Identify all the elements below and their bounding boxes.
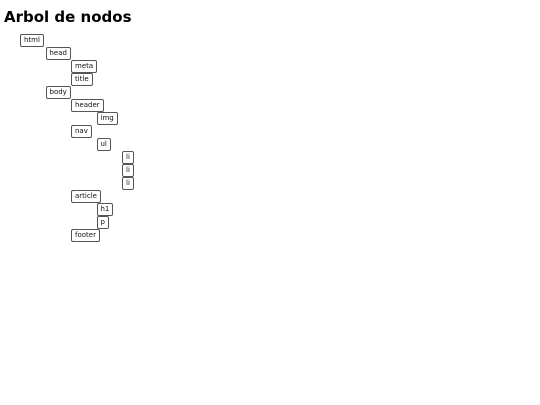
tree-node-ul: ul [96,138,111,151]
tree-row: body [20,86,520,99]
tree-row: ul [20,138,520,151]
tree-node-html: html [20,34,44,47]
tree-row: html [20,34,520,47]
tree-row: nav [20,125,520,138]
tree-node-nav: nav [71,125,92,138]
tree-node-li: li [122,164,134,177]
tree-row: title [20,73,520,86]
tree-node-img: img [96,112,118,125]
tree-row: footer [20,229,520,242]
tree-row: li [20,151,520,164]
tree-node-footer: footer [71,229,100,242]
tree-node-meta: meta [71,60,98,73]
tree-node-head: head [45,47,71,60]
tree-node-body: body [45,86,71,99]
tree-row: meta [20,60,520,73]
tree-node-p: p [96,216,109,229]
tree-row: article [20,190,520,203]
tree-row: h1 [20,203,520,216]
page-title: Arbol de nodos [4,8,132,26]
tree-row: img [20,112,520,125]
tree-node-article: article [71,190,101,203]
tree-row: head [20,47,520,60]
tree-node-li: li [122,177,134,190]
tree-node-title: title [71,73,93,86]
tree-node-h1: h1 [96,203,114,216]
tree-row: li [20,164,520,177]
tree-row: li [20,177,520,190]
tree-node-li: li [122,151,134,164]
tree-row: p [20,216,520,229]
tree-node-header: header [71,99,104,112]
tree-row: header [20,99,520,112]
